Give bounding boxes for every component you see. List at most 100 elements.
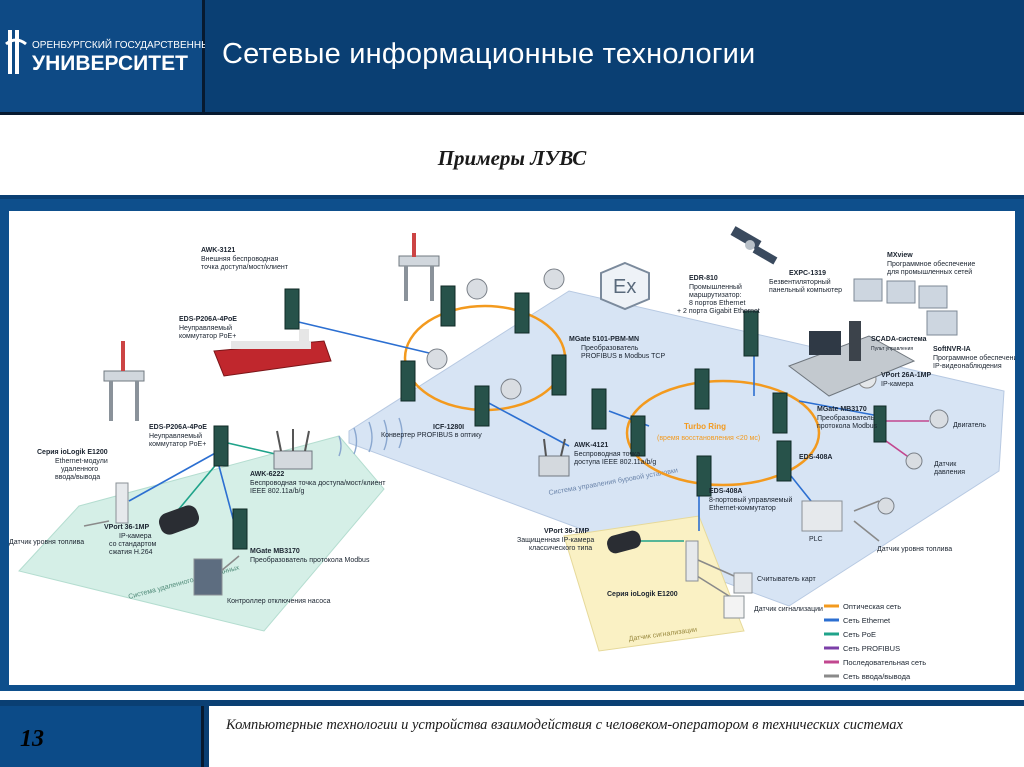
- legend-item: Сеть PROFIBUS: [824, 644, 900, 653]
- svg-text:Преобразователь: Преобразователь: [817, 414, 875, 422]
- svg-text:AWK-3121: AWK-3121: [201, 247, 235, 254]
- svg-text:протокола Modbus: протокола Modbus: [817, 423, 878, 430]
- wireless-waves-icon: [338, 417, 403, 457]
- ring-label: Turbo Ring: [684, 422, 726, 431]
- tanker-ship-icon: [213, 329, 332, 377]
- university-line1: ОРЕНБУРГСКИЙ ГОСУДАРСТВЕННЫЙ: [32, 38, 205, 51]
- svg-text:Промышленный: Промышленный: [689, 283, 742, 291]
- svg-text:PROFIBUS в Modbus TCP: PROFIBUS в Modbus TCP: [581, 353, 665, 360]
- ring-sublabel: (время восстановления <20 мс): [657, 435, 760, 442]
- svg-text:Конвертер PROFIBUS в оптику: Конвертер PROFIBUS в оптику: [381, 432, 482, 439]
- svg-text:Внешняя беспроводная: Внешняя беспроводная: [201, 255, 279, 263]
- svg-text:Датчик: Датчик: [934, 461, 957, 468]
- svg-text:Безвентиляторный: Безвентиляторный: [769, 278, 831, 286]
- svg-text:Неуправляемый: Неуправляемый: [149, 432, 202, 440]
- svg-text:EDS-P206A-4PoE: EDS-P206A-4PoE: [149, 424, 207, 431]
- svg-text:ввода/вывода: ввода/вывода: [55, 474, 100, 481]
- footer-text-box: [209, 706, 1024, 767]
- svg-text:AWK-4121: AWK-4121: [574, 442, 608, 449]
- page-number-box: [0, 706, 204, 767]
- offshore-rig-icon: [398, 233, 440, 301]
- optical-ring-turbo: [625, 379, 821, 487]
- legend-item: Сеть ввода/вывода: [824, 672, 911, 681]
- svg-text:VPort 36-1MP: VPort 36-1MP: [104, 524, 149, 531]
- svg-text:IEEE 802.11a/b/g: IEEE 802.11a/b/g: [250, 488, 304, 495]
- network-diagram: Система удаленного сбора данных Система …: [9, 211, 1021, 685]
- svg-text:Неуправляемый: Неуправляемый: [179, 324, 232, 332]
- svg-text:для промышленных сетей: для промышленных сетей: [887, 268, 972, 276]
- svg-text:+ 2 порта Gigabit Ethernet: + 2 порта Gigabit Ethernet: [677, 308, 760, 315]
- university-line2: УНИВЕРСИТЕТ: [32, 52, 188, 75]
- svg-text:Контроллер отключения насоса: Контроллер отключения насоса: [227, 598, 331, 605]
- university-logo: ОРЕНБУРГСКИЙ ГОСУДАРСТВЕННЫЙ УНИВЕРСИТЕТ: [0, 0, 217, 112]
- ex-explosion-proof-icon: Ex: [600, 261, 650, 311]
- svg-text:EXPC-1319: EXPC-1319: [789, 270, 826, 277]
- svg-text:MGate MB3170: MGate MB3170: [250, 548, 300, 555]
- svg-text:классического типа: классического типа: [529, 545, 592, 552]
- logo-emblem-icon: [5, 30, 27, 74]
- svg-text:EDR-810: EDR-810: [689, 275, 718, 282]
- svg-text:Серия ioLogik E1200: Серия ioLogik E1200: [37, 449, 108, 456]
- svg-text:EDS-408A: EDS-408A: [709, 488, 742, 495]
- svg-text:MXview: MXview: [887, 252, 913, 259]
- svg-text:AWK-6222: AWK-6222: [250, 471, 284, 478]
- svg-text:8 портов Ethernet: 8 портов Ethernet: [689, 300, 745, 307]
- legend-item: Сеть Ethernet: [824, 616, 891, 625]
- svg-text:Сеть ввода/вывода: Сеть ввода/вывода: [843, 672, 911, 681]
- satellite-icon: [730, 226, 778, 265]
- svg-text:Защищенная IP-камера: Защищенная IP-камера: [517, 537, 594, 544]
- svg-text:IP-видеонаблюдения: IP-видеонаблюдения: [933, 362, 1002, 370]
- subtitle-band: [0, 115, 1024, 197]
- svg-text:Ex: Ex: [613, 276, 636, 298]
- svg-text:давления: давления: [934, 469, 965, 476]
- switch-icons: [213, 285, 887, 550]
- subtitle-divider: [0, 195, 1024, 199]
- svg-text:Двигатель: Двигатель: [953, 422, 986, 429]
- footer-text: Компьютерные технологии и устройства вза…: [226, 717, 903, 733]
- svg-text:Беспроводная точка доступа/мос: Беспроводная точка доступа/мост/клиент: [250, 480, 386, 487]
- logo-graphic: ОРЕНБУРГСКИЙ ГОСУДАРСТВЕННЫЙ УНИВЕРСИТЕТ: [5, 30, 217, 75]
- header-divider: [0, 112, 1024, 115]
- svg-text:точка доступа/мост/клиент: точка доступа/мост/клиент: [201, 264, 289, 271]
- svg-text:панельный компьютер: панельный компьютер: [769, 286, 842, 294]
- svg-text:ICF-1280I: ICF-1280I: [433, 424, 464, 431]
- svg-text:Сеть PROFIBUS: Сеть PROFIBUS: [843, 644, 900, 653]
- svg-text:маршрутизатор:: маршрутизатор:: [689, 292, 742, 299]
- svg-text:Преобразователь протокола Modb: Преобразователь протокола Modbus: [250, 556, 370, 564]
- legend-item: Последовательная сеть: [824, 658, 926, 667]
- offshore-rig-left-icon: [103, 341, 145, 421]
- svg-text:Программное обеспечение: Программное обеспечение: [933, 354, 1015, 362]
- svg-text:VPort 26A-1MP: VPort 26A-1MP: [881, 372, 932, 379]
- svg-text:коммутатор PoE+: коммутатор PoE+: [179, 333, 236, 340]
- slide-subtitle: Примеры ЛУВС: [437, 146, 587, 170]
- svg-text:Датчик уровня топлива: Датчик уровня топлива: [9, 539, 84, 546]
- svg-text:MGate 5101-PBM-MN: MGate 5101-PBM-MN: [569, 336, 639, 343]
- legend-item: Оптическая сеть: [824, 602, 901, 611]
- awk-access-point-icons: [273, 429, 570, 477]
- page-title: Сетевые информационные технологии: [222, 38, 756, 70]
- svg-text:Пульт управления: Пульт управления: [871, 346, 913, 352]
- page-number: 13: [20, 726, 44, 752]
- svg-text:Ethernet-модули: Ethernet-модули: [55, 458, 108, 465]
- svg-text:SoftNVR-IA: SoftNVR-IA: [933, 346, 971, 353]
- svg-text:PLC: PLC: [809, 536, 823, 543]
- svg-text:доступа IEEE 802.11a/b/g: доступа IEEE 802.11a/b/g: [574, 459, 656, 466]
- scada-console-icon: [787, 321, 916, 397]
- legend: Оптическая сеть Сеть Ethernet Сеть PoE С…: [824, 602, 926, 681]
- svg-text:Сеть Ethernet: Сеть Ethernet: [843, 616, 891, 625]
- device-labels: AWK-3121 Внешняя беспроводная точка дост…: [9, 247, 1021, 613]
- legend-item: Сеть PoE: [824, 630, 876, 639]
- svg-text:со стандартом: со стандартом: [109, 541, 157, 548]
- svg-text:Преобразователь: Преобразователь: [581, 344, 639, 352]
- svg-text:IP-камера: IP-камера: [881, 381, 914, 388]
- svg-text:8-портовый управляемый: 8-портовый управляемый: [709, 496, 793, 504]
- svg-text:Беспроводная точка: Беспроводная точка: [574, 451, 640, 458]
- monitor-icons: [853, 278, 958, 336]
- remote-platform: [18, 435, 385, 632]
- svg-text:Последовательная сеть: Последовательная сеть: [843, 658, 926, 667]
- svg-text:удаленного: удаленного: [61, 466, 98, 473]
- svg-text:Серия ioLogik E1200: Серия ioLogik E1200: [607, 591, 678, 598]
- svg-text:Датчик сигнализации: Датчик сигнализации: [754, 606, 823, 613]
- svg-text:MGate MB3170: MGate MB3170: [817, 406, 867, 413]
- svg-text:Программное обеспечение: Программное обеспечение: [887, 260, 975, 268]
